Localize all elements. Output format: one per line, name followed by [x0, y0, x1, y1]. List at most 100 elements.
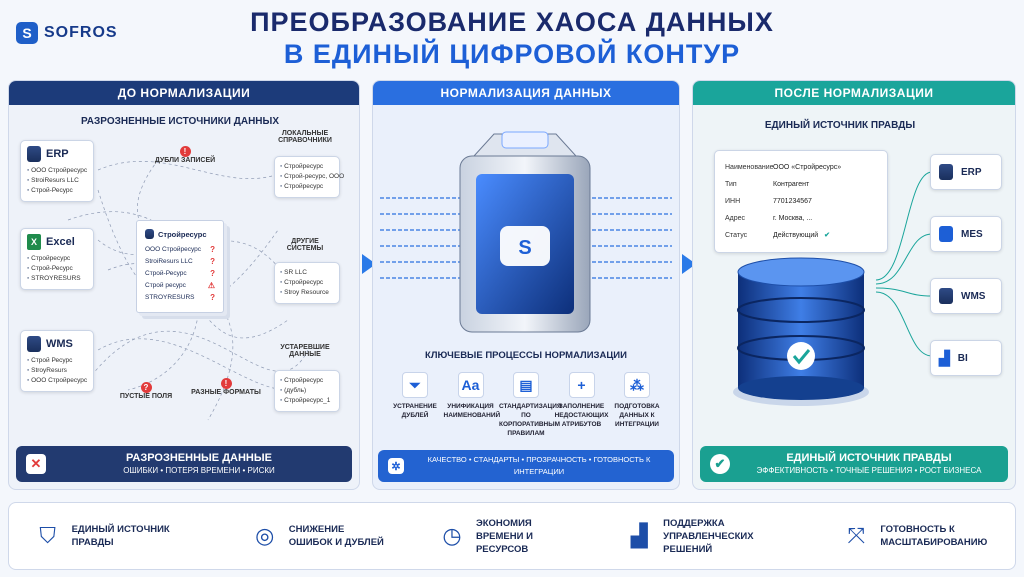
benefit-item: ◷ЭКОНОМИЯ ВРЕМЕНИ И РЕСУРСОВ — [438, 517, 576, 556]
benefit-item: ◎СНИЖЕНИЕ ОШИБОК И ДУБЛЕЙ — [251, 522, 389, 550]
after-footer-title: ЕДИНЫЙ ИСТОЧНИК ПРАВДЫ — [786, 452, 952, 464]
legacy-item: (дубль) — [280, 386, 334, 396]
document-check-icon: ▤ — [513, 372, 539, 398]
process-label: УСТРАНЕНИЕ ДУБЛЕЙ — [393, 403, 437, 419]
other-system-item: Стройресурс — [280, 278, 334, 288]
empty-fields-label: ? ПУСТЫЕ ПОЛЯ — [106, 382, 186, 400]
after-footer: ✔ ЕДИНЫЙ ИСТОЧНИК ПРАВДЫ ЭФФЕКТИВНОСТЬ •… — [700, 446, 1008, 482]
before-footer-title: РАЗРОЗНЕННЫЕ ДАННЫЕ — [126, 452, 272, 464]
question-icon: ? — [210, 245, 215, 254]
duplicates-label: ! ДУБЛИ ЗАПИСЕЙ — [140, 146, 230, 164]
stack-item: STROYRESURS? — [145, 293, 215, 302]
warning-icon: ! — [179, 146, 191, 157]
before-subheader: РАЗРОЗНЕННЫЕ ИСТОЧНИКИ ДАННЫХ — [81, 116, 279, 127]
source-item: Стройресурс — [27, 254, 87, 264]
system-erp: ERP — [930, 154, 1002, 190]
question-icon: ? — [210, 293, 215, 302]
source-wms: WMS Строй Ресурс StroyResurs ООО Стройре… — [20, 330, 94, 392]
stack-item: Строй-Ресурс? — [145, 269, 215, 278]
source-item: Строй-Ресурс — [27, 186, 87, 196]
source-item: Строй-Ресурс — [27, 264, 87, 274]
database-icon — [939, 164, 953, 180]
brand-logo: S SOFROS — [16, 22, 118, 44]
x-icon: ✕ — [26, 454, 46, 474]
legacy-label: УСТАРЕВШИЕ ДАННЫЕ — [280, 344, 330, 358]
stack-item: ООО Стройресурс? — [145, 245, 215, 254]
system-links — [876, 171, 932, 357]
after-footer-sub: ЭФФЕКТИВНОСТЬ • ТОЧНЫЕ РЕШЕНИЯ • РОСТ БИ… — [756, 466, 982, 475]
normalization-footer: ✲ КАЧЕСТВО • СТАНДАРТЫ • ПРОЗРАЧНОСТЬ • … — [378, 450, 674, 482]
normalization-header: НОРМАЛИЗАЦИЯ ДАННЫХ — [373, 81, 679, 105]
after-subheader: ЕДИНЫЙ ИСТОЧНИК ПРАВДЫ — [764, 120, 916, 131]
other-systems-label: ДРУГИЕ СИСТЕМЫ — [286, 238, 324, 252]
system-name: ERP — [961, 166, 982, 178]
system-mes: MES — [930, 216, 1002, 252]
stack-item: StroiResurs LLC? — [145, 257, 215, 266]
process-item: ▤СТАНДАРТИЗАЦИЯ ПО КОРПОРАТИВНЫМ ПРАВИЛА… — [499, 372, 562, 438]
plus-icon: + — [568, 372, 595, 398]
warning-icon: ! — [220, 378, 232, 389]
source-erp: ERP ООО Стройресурс StroiResurs LLC Стро… — [20, 140, 94, 202]
source-item: ООО Стройресурс — [27, 166, 87, 176]
system-bi: ▟ BI — [930, 340, 1002, 376]
question-icon: ? — [210, 269, 215, 278]
bar-chart-icon: ▟ — [939, 349, 950, 366]
network-icon: ⁂ — [624, 372, 650, 398]
process-item: +ЗАПОЛНЕНИЕ НЕДОСТАЮЩИХ АТРИБУТОВ — [555, 372, 609, 438]
svg-text:S: S — [518, 237, 531, 259]
factory-icon — [939, 226, 953, 242]
after-header: ПОСЛЕ НОРМАЛИЗАЦИИ — [693, 81, 1015, 105]
check-circle-icon: ✔ — [710, 454, 730, 474]
benefits-bar: ⛉ ЕДИНЫЙ ИСТОЧНИК ПРАВДЫ ◎СНИЖЕНИЕ ОШИБОК… — [8, 502, 1016, 570]
before-footer: ✕ РАЗРОЗНЕННЫЕ ДАННЫЕ ОШИБКИ • ПОТЕРЯ ВР… — [16, 446, 352, 482]
processes-title: КЛЮЧЕВЫЕ ПРОЦЕССЫ НОРМАЛИЗАЦИИ — [425, 350, 627, 361]
benefit-item: ▟ПОДДЕРЖКА УПРАВЛЕНЧЕСКИХ РЕШЕНИЙ — [625, 517, 793, 556]
other-system-item: Stroy Resource — [280, 288, 334, 298]
source-name: Excel — [46, 236, 75, 248]
growth-chart-icon: ▟ — [630, 523, 648, 548]
benefit-text: СНИЖЕНИЕ ОШИБОК И ДУБЛЕЙ — [288, 524, 384, 548]
process-item: ⁂ПОДГОТОВКА ДАННЫХ К ИНТЕГРАЦИИ — [610, 372, 664, 438]
logo-icon: S — [16, 22, 38, 44]
funnel-icon: ⏷ — [402, 372, 428, 398]
empty-fields-text: ПУСТЫЕ ПОЛЯ — [119, 393, 173, 400]
source-name: WMS — [46, 338, 73, 350]
source-item: ООО Стройресурс — [27, 376, 87, 386]
local-refs-card: Стройресурс Строй-ресурс, ООО Стройресур… — [274, 156, 344, 198]
duplicates-text: ДУБЛИ ЗАПИСЕЙ — [154, 157, 216, 164]
normalization-engine: S — [459, 131, 591, 333]
before-footer-sub: ОШИБКИ • ПОТЕРЯ ВРЕМЕНИ • РИСКИ — [123, 466, 275, 475]
question-icon: ? — [140, 382, 152, 393]
source-item: Строй Ресурс — [27, 356, 87, 366]
legacy-item: Стройресурс — [280, 376, 334, 386]
database-icon — [27, 336, 41, 352]
scale-arrows-icon: ⤧ — [847, 523, 866, 548]
shield-check-icon: ⛉ — [39, 523, 56, 548]
system-name: BI — [957, 352, 968, 364]
system-name: WMS — [961, 290, 986, 302]
local-ref-item: Стройресурс — [280, 182, 334, 192]
diff-formats-label: ! РАЗНЫЕ ФОРМАТЫ — [186, 378, 266, 396]
user-icon — [145, 229, 154, 239]
source-item: StroyResurs — [27, 366, 87, 376]
duplicate-records-stack: Стройресурс ООО Стройресурс? StroiResurs… — [136, 220, 224, 313]
local-ref-item: Строй-ресурс, ООО — [280, 172, 344, 182]
stack-item: Строй ресурс⚠ — [145, 281, 215, 290]
source-name: ERP — [46, 148, 69, 160]
local-ref-item: Стройресурс — [280, 162, 334, 172]
system-wms: WMS — [930, 278, 1002, 314]
process-item: ⏷ УСТРАНЕНИЕ ДУБЛЕЙ — [388, 372, 442, 438]
other-systems-card: SR LLC Стройресурс Stroy Resource — [274, 262, 340, 304]
database-icon — [27, 146, 41, 162]
check-icon: ✔ — [824, 232, 831, 239]
local-refs-label: ЛОКАЛЬНЫЕ СПРАВОЧНИКИ — [278, 130, 332, 144]
benefit-text: ЕДИНЫЙ ИСТОЧНИК ПРАВДЫ — [71, 524, 170, 548]
